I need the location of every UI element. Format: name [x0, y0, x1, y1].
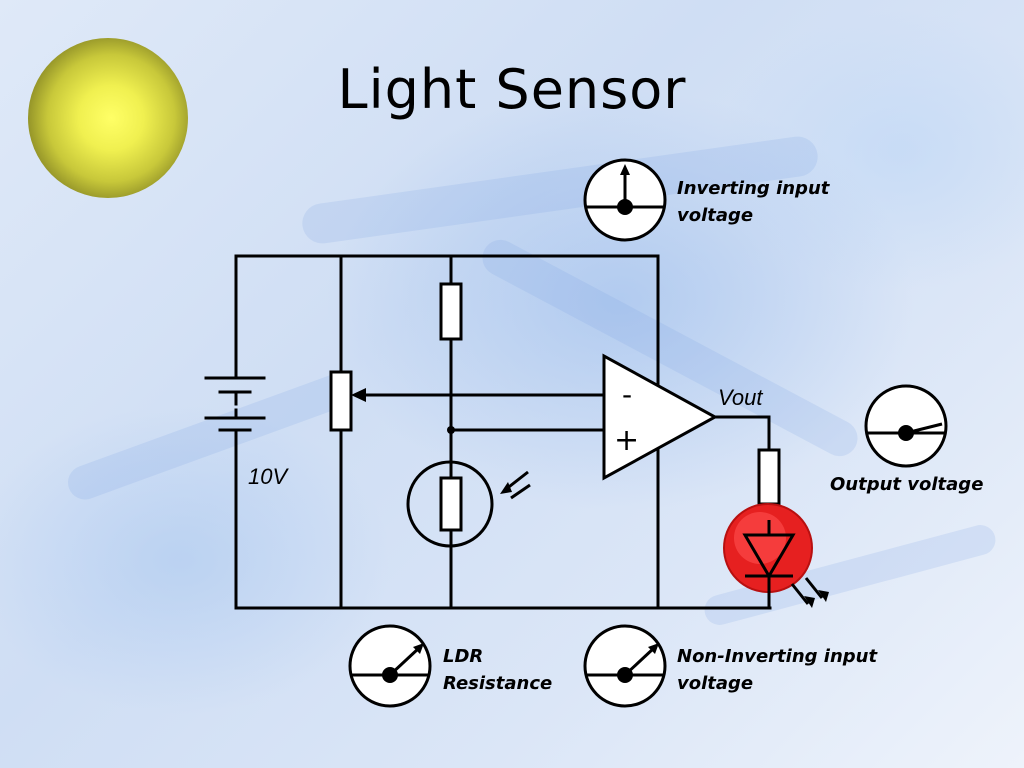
non-inverting-meter-label: Non-Inverting input voltage	[677, 646, 878, 694]
ldr-meter	[348, 624, 432, 708]
inverting-meter-label: Inverting input voltage	[677, 178, 830, 226]
led-emission-arrow-icon	[790, 583, 810, 605]
meter-pivot	[617, 199, 633, 215]
led-glow	[734, 512, 786, 564]
led-triangle	[742, 533, 796, 579]
light-arrow-icon	[510, 483, 531, 500]
potentiometer	[329, 370, 353, 432]
meter-pivot	[382, 667, 398, 683]
junction-dot	[447, 426, 455, 434]
op-amp	[602, 353, 719, 481]
meter-needle-icon	[620, 164, 630, 175]
pot-arrow-icon	[351, 388, 366, 402]
output-meter-label: Output voltage	[830, 474, 984, 495]
meter-needle-icon	[413, 643, 424, 654]
opamp-minus-sign: -	[622, 378, 632, 411]
led-emission-head-icon	[804, 596, 815, 608]
resistor	[439, 282, 463, 341]
meter-pivot	[617, 667, 633, 683]
vout-label: Vout	[718, 385, 763, 410]
led-emission-arrow-icon	[804, 577, 824, 599]
non-inverting-meter	[583, 624, 667, 708]
battery-voltage-label: 10V	[248, 464, 288, 489]
opamp-plus-sign: +	[614, 423, 639, 458]
ldr	[439, 476, 463, 532]
light-bulb-icon	[28, 38, 188, 198]
led-resistor	[757, 448, 781, 506]
light-arrow-head-icon	[500, 482, 512, 494]
ldr-meter-label: LDR Resistance	[443, 646, 553, 694]
slide-title: Light Sensor	[337, 58, 687, 121]
meter-needle-icon	[648, 643, 659, 654]
led-emission-head-icon	[818, 590, 829, 602]
meter-pivot	[898, 425, 914, 441]
